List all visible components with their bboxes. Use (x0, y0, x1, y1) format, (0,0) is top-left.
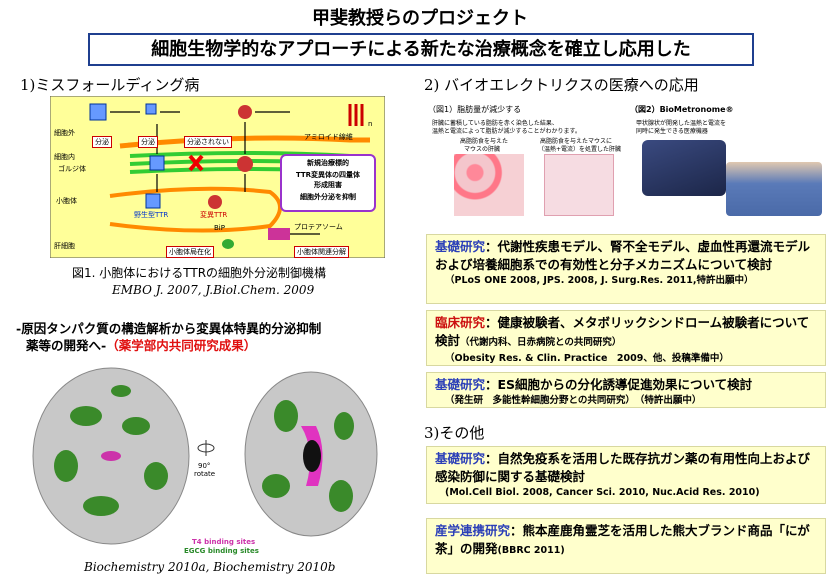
box5-tag: 産学連携研究 (435, 523, 511, 538)
citation-biochemistry: Biochemistry 2010a, Biochemistry 2010b (84, 560, 336, 574)
fig2-desc-1: 甲状腺状が開発した温熱と電流を (636, 120, 727, 127)
development-line-2: 薬等の開発へ-（薬学部内共同研究成果） (26, 335, 256, 354)
rotate-degree-label: 90° (198, 462, 211, 470)
box-basic-research-es-cells: 基礎研究：ES細胞からの分化誘導促進効果について検討 （発生研 多能性幹細胞分野… (426, 372, 826, 408)
structure-right (244, 371, 378, 537)
box5-text: ：熊本産鹿角霊芝を活用した熊大ブランド商品「にが茶」の開発 (435, 523, 810, 556)
box-clinical-research: 臨床研究：健康被験者、メタボリックシンドローム被験者について検討（代謝内科、日赤… (426, 310, 826, 366)
box1-ref: （PLoS ONE 2008, JPS. 2008, J. Surg.Res. … (445, 275, 754, 286)
box1-text: ：代謝性疾患モデル、腎不全モデル、虚血性再還流モデルおよび培養細胞系での有効性と… (435, 239, 811, 272)
box-industry-collaboration: 産学連携研究：熊本産鹿角霊芝を活用した熊大ブランド商品「にが茶」の開発(BBRC… (426, 518, 826, 574)
label-er-degradation: 小胞体関連分解 (294, 246, 349, 258)
monomer-icon (145, 103, 157, 115)
novel-target-line3: 細胞外分泌を抑制 (300, 193, 356, 201)
novel-target-line1: TTR変異体の四量体 (295, 171, 361, 179)
box4-ref: (Mol.Cell Biol. 2008, Cancer Sci. 2010, … (445, 487, 760, 498)
box2-tag: 臨床研究 (435, 315, 486, 330)
fig1-desc-1: 肝臓に蓄積している脂肪を赤く染色した結果、 (432, 120, 558, 127)
golgi-tetramer-icon (149, 155, 165, 171)
biometronome-belt-image (726, 162, 822, 216)
label-proteasome: プロテアソーム (294, 223, 343, 231)
label-not-secreted: 分泌されない (184, 136, 232, 148)
fig1-label-right-1: 高脂肪食を与えたマウスに (540, 138, 613, 145)
novel-target-box: 新規治療標的 TTR変異体の四量体 形成阻害 細胞外分泌を抑制 (280, 154, 376, 212)
page-title: 甲斐教授らのプロジェクト (312, 8, 528, 29)
amyloid-fibril-icon (348, 104, 364, 126)
label-wildtype-ttr: 野生型TTR (134, 211, 169, 219)
label-bip: BiP (214, 224, 225, 232)
bip-icon (222, 239, 234, 249)
t4-sites-legend: T4 binding sites (192, 538, 256, 546)
box5-note: (BBRC 2011) (497, 545, 565, 556)
structure-left (32, 367, 190, 545)
rotate-word-label: rotate (194, 470, 216, 478)
liver-stain-high-fat (454, 154, 524, 216)
fig1-label-left-2: マウスの肝臓 (464, 146, 501, 153)
box2-ref: （Obesity Res. & Clin. Practice 2009、他、投稿… (445, 353, 729, 364)
label-subscript-n: n (368, 120, 373, 128)
fig2-title: （図2）BioMetronome® (630, 105, 734, 114)
citation-embo: EMBO J. 2007, J.Biol.Chem. 2009 (112, 283, 315, 297)
box-basic-research-metabolic: 基礎研究：代謝性疾患モデル、腎不全モデル、虚血性再還流モデルおよび培養細胞系での… (426, 234, 826, 304)
er-wildtype-icon (145, 193, 161, 209)
label-secreted-b: 分泌 (138, 136, 158, 148)
mutant-golgi-icon (237, 156, 253, 172)
section-2-title: 2) バイオエレクトリクスの医療への応用 (424, 76, 699, 94)
er-mutant-icon (208, 195, 222, 209)
box-basic-research-immunity: 基礎研究：自然免疫系を活用した既存抗ガン薬の有用性向上および感染防御に関する基礎… (426, 446, 826, 504)
box2-note: （代謝内科、日赤病院との共同研究） (460, 337, 622, 348)
label-mutant-ttr: 変異TTR (200, 211, 228, 219)
ttr-secretion-diagram: 細胞外 細胞内 ゴルジ体 小胞体 肝細胞 分泌 分泌 分泌されない アミロイド線… (49, 95, 386, 259)
fig1-label-right-2: （温熱+電流）を処置した肝臓 (538, 146, 622, 153)
label-er: 小胞体 (56, 197, 77, 205)
label-hepatocyte: 肝細胞 (54, 242, 75, 250)
protein-structure-svg (32, 367, 378, 545)
label-extracellular: 細胞外 (54, 129, 75, 137)
egcg-sites-legend: EGCG binding sites (184, 547, 259, 555)
fig1-label-left-1: 高脂肪食を与えた (460, 138, 509, 145)
development-line-1: -原因タンパク質の構造解析から変異体特異的分泌抑制 (16, 321, 322, 336)
section-3-title: 3)その他 (424, 424, 485, 442)
label-golgi: ゴルジ体 (58, 165, 86, 173)
novel-target-title: 新規治療標的 (307, 159, 349, 167)
box3-tag: 基礎研究 (435, 377, 486, 392)
label-amyloid: アミロイド線維 (304, 133, 353, 141)
page-subtitle: 細胞生物学的なアプローチによる新たな治療概念を確立し応用した (88, 33, 754, 66)
fig1-desc-2: 温熱と電流によって脂肪が減少することがわかります。 (432, 128, 581, 135)
liver-stain-treated (544, 154, 614, 216)
box3-text: ：ES細胞からの分化誘導促進効果について検討 (485, 377, 753, 392)
block-cross-icon (188, 154, 204, 172)
figure-1-caption: 図1. 小胞体におけるTTRの細胞外分泌制御機構 (72, 266, 327, 280)
proteasome-icon (268, 228, 290, 240)
novel-target-line2: 形成阻害 (314, 181, 342, 189)
box1-tag: 基礎研究 (435, 239, 486, 254)
label-secreted-a: 分泌 (92, 136, 112, 148)
protein-structure-figure: 90° rotate T4 binding sites EGCG binding… (26, 356, 386, 560)
label-intracellular: 細胞内 (54, 153, 75, 161)
section-1-title: 1)ミスフォールディング病 (20, 76, 200, 94)
box4-tag: 基礎研究 (435, 451, 486, 466)
development-collab-highlight: （薬学部内共同研究成果） (106, 338, 257, 353)
rotate-arrow-icon (197, 440, 215, 456)
fig2-desc-2: 同時に発生できる医療機器 (636, 128, 708, 135)
fig1-title: （図1）脂肪量が減少する (428, 105, 522, 114)
bioelectrics-figures: （図1）脂肪量が減少する 肝臓に蓄積している脂肪を赤く染色した結果、 温熱と電流… (426, 102, 826, 220)
box3-ref: （発生研 多能性幹細胞分野との共同研究） （特許出願中） (445, 395, 702, 406)
tetramer-icon (89, 103, 107, 121)
biometronome-device-image (642, 140, 726, 196)
box4-text: ：自然免疫系を活用した既存抗ガン薬の有用性向上および感染防御に関する基礎検討 (435, 451, 811, 484)
label-er-retention: 小胞体局在化 (166, 246, 214, 258)
mutant-tetramer-icon (238, 105, 252, 119)
box2-text: ：健康被験者、メタボリックシンドローム被験者について検討 (435, 315, 810, 348)
development-line-2-text: 薬等の開発へ- (26, 338, 107, 353)
